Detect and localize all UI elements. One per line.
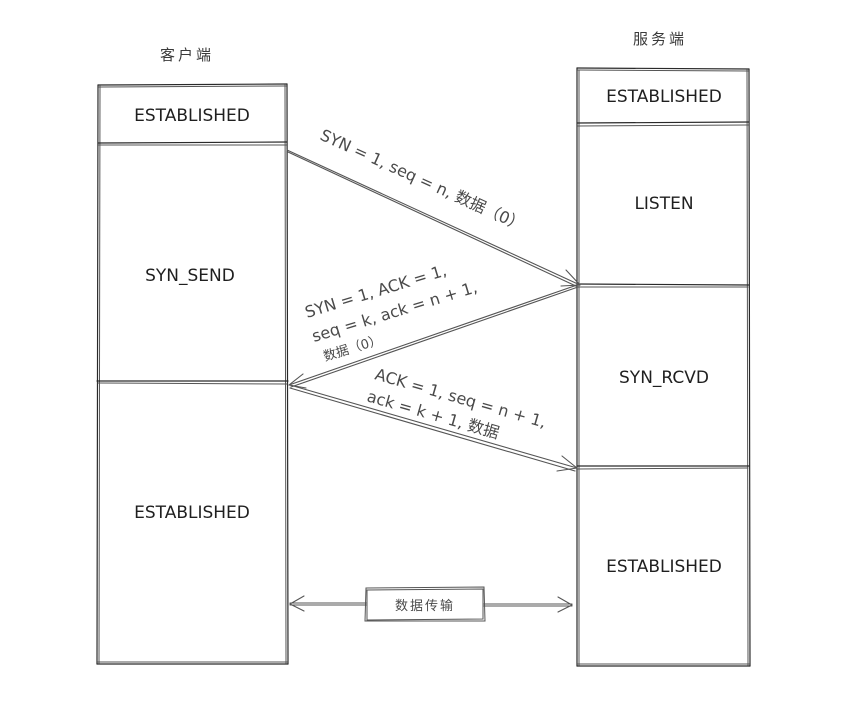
client-column <box>96 83 289 665</box>
data-transfer-label: 数据传输 <box>395 598 455 614</box>
client-header: 客户端 <box>160 46 214 64</box>
server-state-listen: LISTEN <box>634 194 693 214</box>
server-header: 服务端 <box>633 30 687 48</box>
client-state-established-bottom: ESTABLISHED <box>134 503 250 523</box>
ack-arrow <box>289 384 578 472</box>
syn-ack-arrow <box>288 283 581 389</box>
server-state-established-top: ESTABLISHED <box>606 87 722 107</box>
data-transfer-box <box>364 586 486 622</box>
client-state-established-top: ESTABLISHED <box>134 106 250 126</box>
server-state-syn-rcvd: SYN_RCVD <box>619 368 709 388</box>
server-state-established-bottom: ESTABLISHED <box>606 557 722 577</box>
syn-arrow <box>286 149 581 288</box>
client-state-syn-send: SYN_SEND <box>145 266 235 286</box>
server-column <box>576 67 751 667</box>
data-transfer-arrow <box>289 595 573 613</box>
